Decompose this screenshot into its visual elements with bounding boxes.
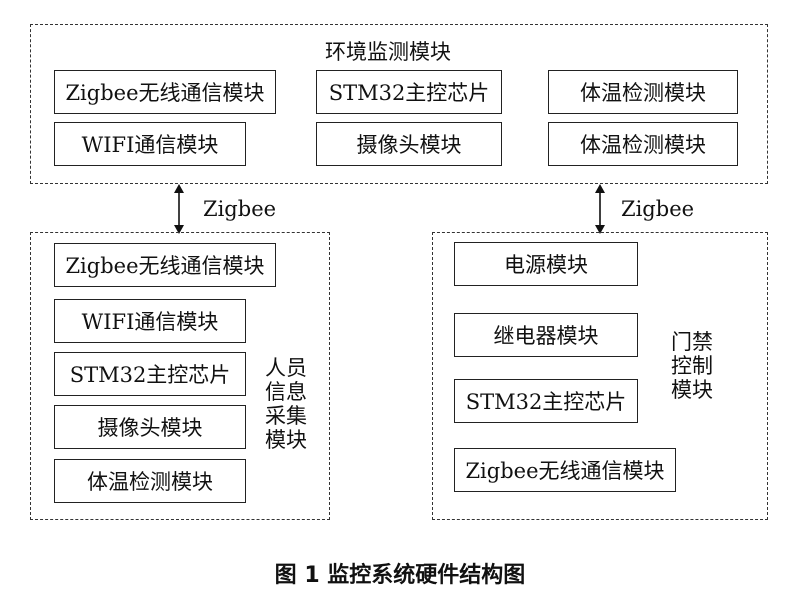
env-temp-box-2: 体温检测模块 bbox=[548, 122, 738, 166]
door-relay-box: 继电器模块 bbox=[454, 313, 638, 357]
env-temp-box-1: 体温检测模块 bbox=[548, 70, 738, 114]
right-link-arrow bbox=[595, 184, 605, 234]
env-monitor-title: 环境监测模块 bbox=[325, 40, 451, 64]
door-control-title: 门禁控制模块 bbox=[671, 330, 713, 402]
env-wifi-box: WIFI通信模块 bbox=[54, 122, 246, 166]
left-link-arrow bbox=[174, 184, 184, 234]
door-zigbee-box: Zigbee无线通信模块 bbox=[454, 448, 676, 492]
person-info-group bbox=[30, 232, 330, 520]
door-stm32-box: STM32主控芯片 bbox=[454, 379, 638, 423]
person-temp-box: 体温检测模块 bbox=[54, 459, 246, 503]
env-monitor-group bbox=[30, 24, 768, 184]
door-power-box: 电源模块 bbox=[454, 242, 638, 286]
person-info-title: 人员信息采集模块 bbox=[265, 356, 307, 452]
person-stm32-box: STM32主控芯片 bbox=[54, 352, 246, 396]
person-wifi-box: WIFI通信模块 bbox=[54, 299, 246, 343]
left-link-label: Zigbee bbox=[203, 197, 277, 221]
door-control-group bbox=[432, 232, 768, 520]
env-camera-box: 摄像头模块 bbox=[316, 122, 502, 166]
figure-caption: 图 1 监控系统硬件结构图 bbox=[274, 563, 526, 588]
person-camera-box: 摄像头模块 bbox=[54, 405, 246, 449]
env-stm32-box: STM32主控芯片 bbox=[316, 70, 502, 114]
person-zigbee-box: Zigbee无线通信模块 bbox=[54, 243, 276, 287]
right-link-label: Zigbee bbox=[621, 197, 695, 221]
env-zigbee-box: Zigbee无线通信模块 bbox=[54, 70, 276, 114]
